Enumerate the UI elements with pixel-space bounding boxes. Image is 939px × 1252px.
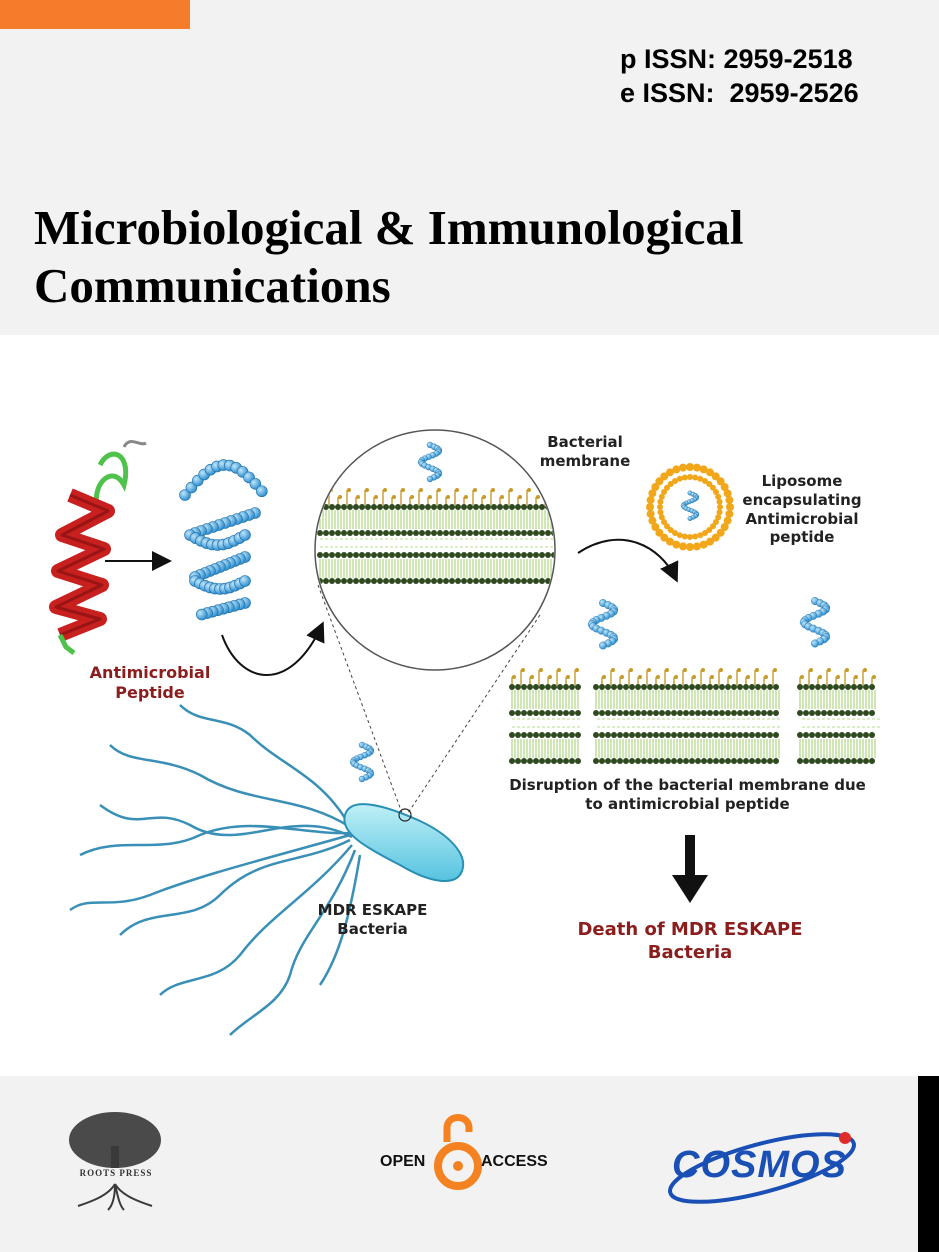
label-death-line1: Death of MDR ESKAPE [577, 919, 803, 940]
label-death-line2: Bacteria [647, 941, 733, 963]
tree-logo-icon [69, 1112, 161, 1211]
journal-title-line1: Microbiological & Immunological [34, 200, 744, 255]
journal-header: p ISSN: 2959-2518 e ISSN: 2959-2526 Micr… [0, 0, 939, 335]
footer-logos: ROOTS PRESS OPEN ACCESS COSMOS [0, 1076, 939, 1252]
label-liposome-line4: peptide [769, 528, 835, 547]
open-access-lock-icon [434, 1114, 482, 1190]
cover-illustration: Antimicrobial Peptide Bacterial membrane… [0, 335, 939, 1075]
cosmos-logo-text: COSMOS [672, 1144, 847, 1186]
label-amp-line2: Peptide [115, 683, 185, 702]
down-arrow-icon [672, 835, 708, 903]
arrow-to-disruption [577, 538, 679, 583]
cosmos-orbit-icon [668, 1132, 856, 1204]
zoom-line-right [407, 614, 541, 814]
label-disruption-line1: Disruption of the bacterial membrane due [509, 776, 866, 794]
label-mdr-bacteria: MDR ESKAPE Bacteria [300, 901, 445, 939]
label-membrane-line1: Bacterial [547, 433, 623, 451]
bacterium-icon [69, 704, 465, 1036]
label-disruption-line2: to antimicrobial peptide [585, 794, 790, 813]
label-liposome-line3: Antimicrobial [745, 509, 859, 528]
label-bacteria-line1: MDR ESKAPE [317, 901, 428, 919]
label-liposome-line1: Liposome [761, 472, 843, 490]
liposome-icon [646, 463, 734, 551]
label-membrane-line2: membrane [539, 451, 631, 470]
disrupted-membrane-icon [509, 597, 880, 764]
open-access-left-text: OPEN [380, 1153, 426, 1170]
zoom-line-left [317, 584, 403, 814]
peptide-chain-icon [179, 459, 268, 621]
label-liposome: Liposome encapsulating Antimicrobial pep… [732, 472, 872, 547]
label-liposome-line2: encapsulating [742, 490, 862, 509]
open-access-right-text: ACCESS [481, 1153, 548, 1170]
label-bacteria-line2: Bacteria [337, 919, 408, 938]
label-bacterial-membrane: Bacterial membrane [530, 433, 640, 471]
accent-bar [0, 0, 190, 29]
arrow-to-membrane [221, 621, 325, 676]
label-amp-line1: Antimicrobial [89, 663, 211, 682]
alpha-helix-icon [49, 440, 147, 655]
label-antimicrobial-peptide: Antimicrobial Peptide [70, 663, 230, 703]
label-disruption: Disruption of the bacterial membrane due… [505, 776, 870, 814]
label-death-bacteria: Death of MDR ESKAPE Bacteria [560, 919, 820, 964]
edge-bar [918, 1076, 939, 1252]
roots-press-text: ROOTS PRESS [79, 1168, 153, 1178]
electronic-issn: e ISSN: 2959-2526 [620, 78, 859, 108]
membrane-zoom-circle [314, 429, 556, 671]
print-issn: p ISSN: 2959-2518 [620, 44, 853, 74]
journal-title-line2: Communications [34, 258, 391, 313]
